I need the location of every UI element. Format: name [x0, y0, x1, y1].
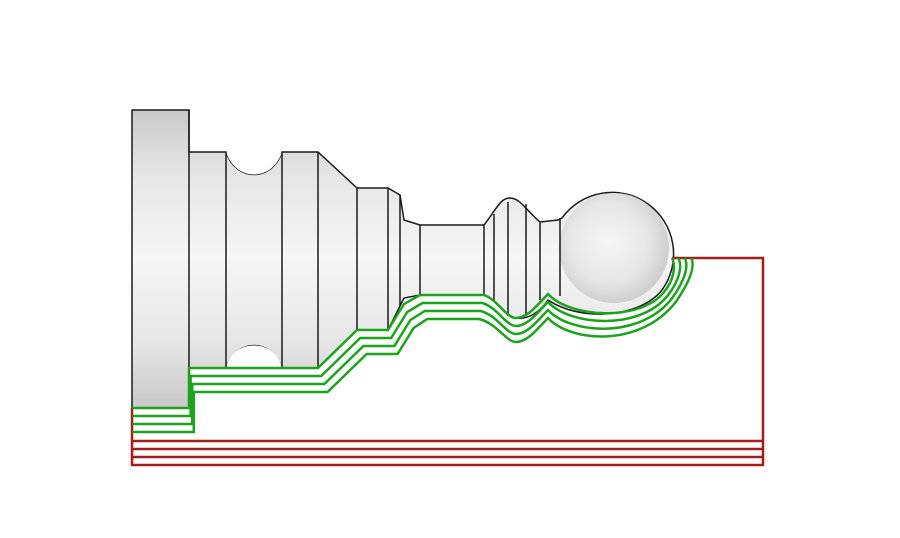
- finish-pass-path: [132, 257, 694, 434]
- rough-toolpaths: [130, 256, 765, 467]
- rough-boundary: [130, 256, 765, 467]
- finish-pass-path: [132, 257, 676, 410]
- ball-end: [559, 193, 669, 303]
- step-lines: [188, 110, 561, 408]
- groove-bottom: [226, 345, 282, 368]
- groove-top: [226, 152, 282, 175]
- finish-toolpaths: [132, 257, 694, 434]
- turned-part: [131, 109, 675, 409]
- finish-pass-path: [132, 257, 688, 426]
- finish-pass-path: [132, 257, 682, 418]
